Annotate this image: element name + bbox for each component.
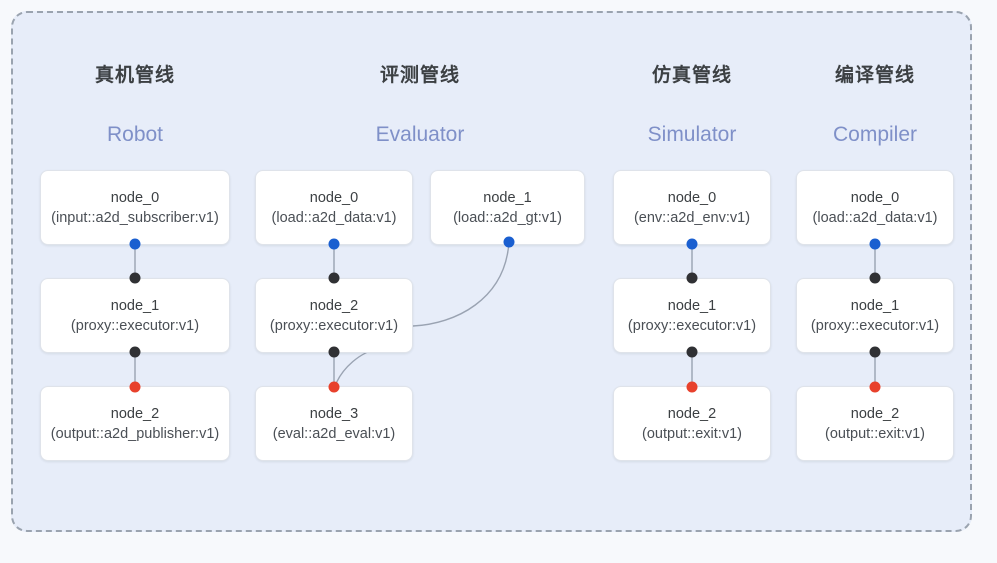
node-box[interactable]: node_2(output::a2d_publisher:v1) — [40, 386, 230, 461]
port-dot-red[interactable] — [869, 381, 881, 393]
node-type: (env::a2d_env:v1) — [633, 209, 751, 226]
node-box[interactable]: node_3(eval::a2d_eval:v1) — [255, 386, 413, 461]
node-name: node_1 — [483, 189, 532, 206]
column-title-en-robot: Robot — [106, 123, 164, 146]
node-name: node_0 — [309, 189, 359, 206]
port-dot-blue[interactable] — [869, 238, 881, 250]
node-box[interactable]: node_2(output::exit:v1) — [613, 386, 771, 461]
port-dot-blue[interactable] — [686, 238, 698, 250]
column-title-cn-robot: 真机管线 — [94, 65, 175, 86]
port-dot-black[interactable] — [328, 346, 340, 358]
port-dot-black[interactable] — [869, 346, 881, 358]
node-box[interactable]: node_0(input::a2d_subscriber:v1) — [40, 170, 230, 245]
column-title-en-simulator: Simulator — [647, 123, 737, 146]
port-dot-red[interactable] — [686, 381, 698, 393]
node-box[interactable]: node_0(env::a2d_env:v1) — [613, 170, 771, 245]
column-title-en-compiler: Compiler — [832, 123, 918, 146]
node-name: node_3 — [309, 405, 359, 422]
node-name: node_2 — [110, 405, 160, 422]
port-dot-black[interactable] — [686, 272, 698, 284]
node-type: (output::exit:v1) — [825, 425, 925, 442]
node-type: (output::a2d_publisher:v1) — [50, 425, 220, 442]
port-dot-black[interactable] — [869, 272, 881, 284]
node-name: node_2 — [309, 297, 359, 314]
node-type: (load::a2d_data:v1) — [271, 209, 397, 226]
port-dot-black[interactable] — [328, 272, 340, 284]
node-box[interactable]: node_0(load::a2d_data:v1) — [796, 170, 954, 245]
node-name: node_0 — [667, 189, 717, 206]
column-title-cn-compiler: 编译管线 — [834, 65, 915, 86]
port-dot-black[interactable] — [129, 272, 141, 284]
node-name: node_0 — [850, 189, 900, 206]
node-box[interactable]: node_1(proxy::executor:v1) — [796, 278, 954, 353]
node-box[interactable]: node_2(proxy::executor:v1) — [255, 278, 413, 353]
node-box[interactable]: node_2(output::exit:v1) — [796, 386, 954, 461]
node-box[interactable]: node_1(load::a2d_gt:v1) — [430, 170, 585, 245]
node-type: (proxy::executor:v1) — [627, 317, 757, 334]
node-name: node_0 — [110, 189, 160, 206]
column-title-cn-evaluator: 评测管线 — [379, 65, 460, 86]
node-name: node_1 — [110, 297, 160, 314]
node-type: (proxy::executor:v1) — [810, 317, 940, 334]
node-type: (proxy::executor:v1) — [269, 317, 399, 334]
node-type: (load::a2d_gt:v1) — [453, 209, 562, 226]
node-type: (proxy::executor:v1) — [70, 317, 200, 334]
column-title-cn-simulator: 仿真管线 — [651, 65, 732, 86]
port-dot-blue[interactable] — [503, 236, 515, 248]
column-title-en-evaluator: Evaluator — [375, 123, 465, 146]
node-box[interactable]: node_1(proxy::executor:v1) — [613, 278, 771, 353]
node-box[interactable]: node_0(load::a2d_data:v1) — [255, 170, 413, 245]
node-type: (load::a2d_data:v1) — [812, 209, 938, 226]
port-dot-blue[interactable] — [328, 238, 340, 250]
node-type: (eval::a2d_eval:v1) — [272, 425, 396, 442]
port-dot-black[interactable] — [686, 346, 698, 358]
node-type: (input::a2d_subscriber:v1) — [51, 209, 219, 226]
node-name: node_1 — [667, 297, 717, 314]
node-name: node_2 — [667, 405, 717, 422]
node-box[interactable]: node_1(proxy::executor:v1) — [40, 278, 230, 353]
node-name: node_2 — [850, 405, 900, 422]
node-type: (output::exit:v1) — [642, 425, 742, 442]
port-dot-black[interactable] — [129, 346, 141, 358]
port-dot-red[interactable] — [328, 381, 340, 393]
node-name: node_1 — [850, 297, 900, 314]
port-dot-red[interactable] — [129, 381, 141, 393]
port-dot-blue[interactable] — [129, 238, 141, 250]
